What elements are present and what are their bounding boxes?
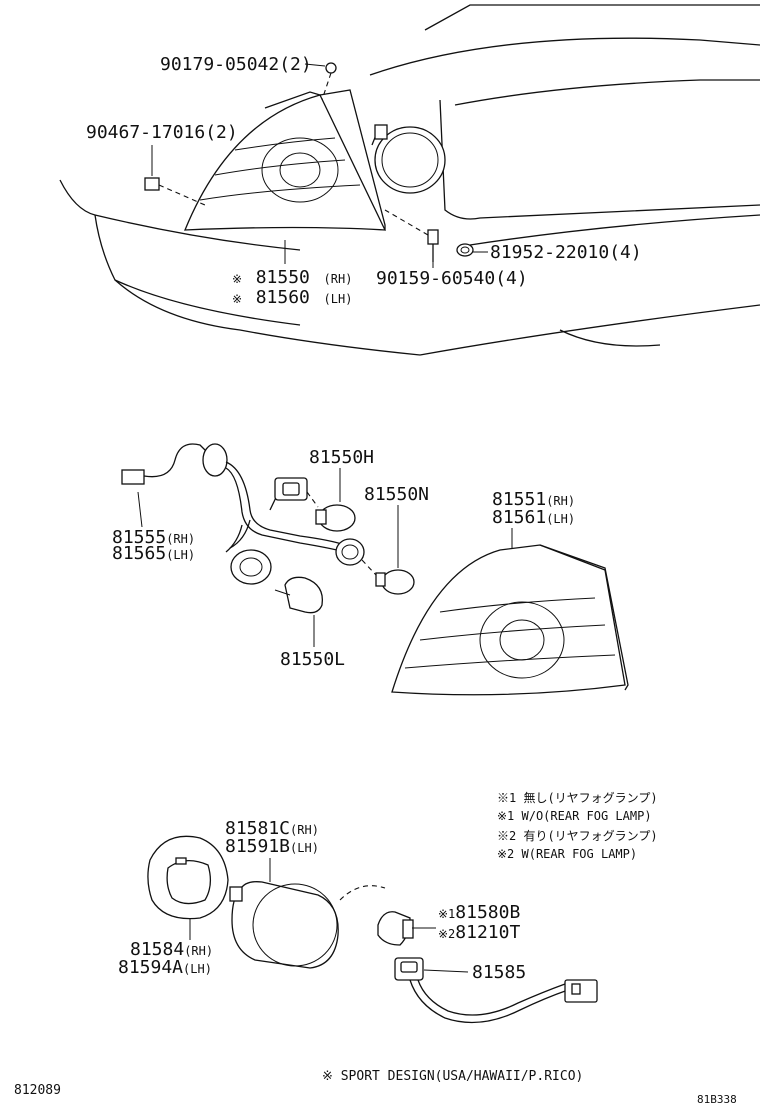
fog-lamp: [229, 881, 339, 969]
part-label-81210t: ※281210T: [438, 922, 520, 943]
fog-bulb: [339, 885, 414, 946]
leader-90179: [304, 63, 326, 67]
fog-socket-81585: [394, 957, 598, 1024]
bolt-90159: [384, 209, 439, 262]
part-label-81561: 81561(LH): [492, 507, 575, 528]
socket-81550n: [335, 538, 365, 566]
bulb-81550l: [274, 576, 324, 614]
part-label-81555: 81555(RH): [112, 527, 195, 548]
part-label-90467: 90467-17016(2): [86, 122, 238, 143]
part-label-81581c: 81581C(RH): [225, 818, 319, 839]
fog-lamp-cover: [147, 835, 229, 920]
rear-combination-lamp: [184, 89, 387, 231]
part-label-81952: 81952-22010(4): [490, 242, 642, 263]
part-label-81584: 81584(RH): [130, 939, 213, 960]
part-label-81594a: 81594A(LH): [118, 957, 212, 978]
part-label-81580b: ※181580B: [438, 902, 520, 923]
screw-90467: [144, 177, 206, 206]
note-1-jp: ※1 無し(リヤフォグランプ): [497, 790, 658, 805]
part-label-81551: 81551(RH): [492, 489, 575, 510]
part-label-81560: ※ 81560 (LH): [232, 287, 352, 308]
part-label-90179: 90179-05042(2): [160, 54, 312, 75]
car-body-outline: [59, 4, 760, 356]
nut-81952: [456, 243, 474, 257]
footer-note: ※ SPORT DESIGN(USA/HAWAII/P.RICO): [322, 1069, 583, 1084]
note-1-en: ※1 W/O(REAR FOG LAMP): [497, 809, 652, 823]
part-label-81550: ※ 81550 (RH): [232, 267, 352, 288]
leader-81585: [423, 969, 469, 973]
part-label-81591b: 81591B(LH): [225, 836, 319, 857]
fog-lamp-top: [371, 124, 446, 194]
note-2-en: ※2 W(REAR FOG LAMP): [497, 847, 637, 861]
clip-90179: [321, 62, 337, 101]
socket-81550l: [230, 549, 272, 585]
bulb-81550h: [306, 491, 356, 532]
bulb-81550n: [361, 559, 415, 595]
part-label-90159: 90159-60540(4): [376, 268, 528, 289]
socket-81550h: [274, 477, 308, 501]
legend-notes: ※1 無し(リヤフォグランプ) ※1 W/O(REAR FOG LAMP) ※2…: [497, 790, 658, 861]
part-label-81550h: 81550H: [309, 447, 374, 468]
wire-harness: [121, 443, 346, 553]
footer-right-code: 81B338: [697, 1093, 737, 1106]
footer-left-code: 812089: [14, 1083, 61, 1098]
part-label-81585: 81585: [472, 962, 526, 983]
part-label-81550n: 81550N: [364, 484, 429, 505]
leader-81555: [137, 491, 143, 528]
lens-81551: [391, 544, 629, 696]
note-2-jp: ※2 有り(リヤフォグランプ): [497, 829, 658, 843]
part-label-81565: 81565(LH): [112, 543, 195, 564]
part-label-81550l: 81550L: [280, 649, 345, 670]
